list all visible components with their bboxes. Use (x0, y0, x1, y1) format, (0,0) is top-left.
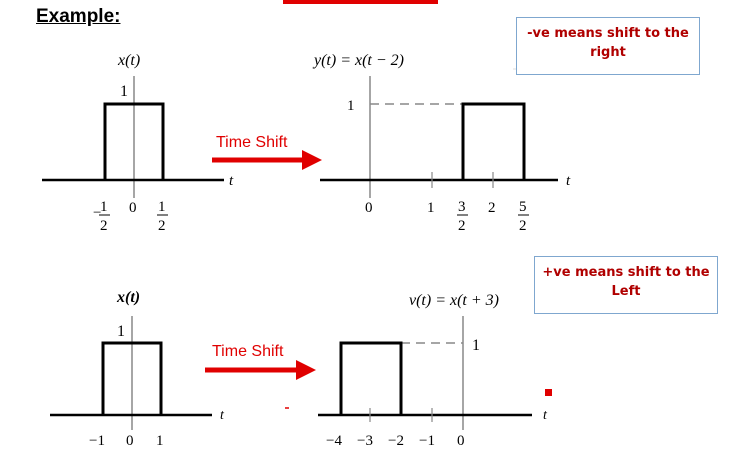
top-red-bar (283, 0, 438, 4)
plot3-axis-label: t (220, 408, 225, 423)
plot-v-bottom: v(t) = x(t + 3) 1 t −4 −3 −2 −1 0 (318, 292, 548, 449)
plot2-tick-two: 2 (488, 200, 496, 216)
right-shift-note: -ve means shift to the right (516, 17, 700, 75)
plot2-axis-label: t (566, 173, 571, 189)
plot1-tick-neg-half-num: 1 (100, 199, 108, 215)
plot1-axis-label: t (229, 173, 234, 189)
plot4-pulse (339, 341, 403, 415)
plot2-tick-five-halves-den: 2 (519, 218, 527, 234)
red-marker (545, 389, 552, 396)
plot3-tick-one: 1 (156, 433, 164, 449)
plot4-tick-neg-two: −2 (388, 433, 404, 449)
plot2-tick-five-halves-num: 5 (519, 199, 527, 215)
time-shift-label-top: Time Shift (216, 134, 288, 151)
plot-x-top: x(t) 1 t − 1 2 0 1 2 (42, 52, 234, 234)
time-shift-label-bottom: Time Shift (212, 343, 284, 360)
plot1-tick-half-den: 2 (158, 218, 166, 234)
plot1-amp-label: 1 (120, 83, 128, 100)
plot4-label: v(t) = x(t + 3) (409, 292, 499, 309)
plot2-tick-one: 1 (427, 200, 435, 216)
plot-x-bottom: x(t) 1 t −1 0 1 (50, 289, 225, 449)
plot3-amp-label: 1 (117, 323, 125, 340)
plot1-tick-half-num: 1 (158, 199, 166, 215)
plot4-tick-neg-four: −4 (326, 433, 342, 449)
plot-y-top: y(t) = x(t − 2) 1 t 0 1 3 2 2 5 2 (312, 52, 571, 234)
plot1-pulse (103, 102, 165, 180)
plot2-pulse (461, 102, 526, 180)
plot1-tick-neg-half-sign: − (93, 205, 101, 221)
plot1-tick-zero: 0 (129, 200, 137, 216)
plot2-amp-label: 1 (347, 98, 355, 114)
left-shift-note: +ve means shift to the Left (534, 256, 718, 314)
plot3-tick-neg-one: −1 (89, 433, 105, 449)
plot4-tick-zero: 0 (457, 433, 465, 449)
plot2-tick-three-halves-num: 3 (458, 199, 466, 215)
plot3-pulse (101, 341, 163, 415)
page-title: Example: (36, 6, 121, 27)
plot1-tick-neg-half-den: 2 (100, 218, 108, 234)
plot2-label: y(t) = x(t − 2) (312, 52, 404, 69)
plot2-tick-three-halves-den: 2 (458, 218, 466, 234)
plot1-label: x(t) (117, 52, 140, 69)
plot4-tick-neg-one: −1 (419, 433, 435, 449)
plot4-amp-label: 1 (472, 337, 480, 354)
plot2-tick-zero: 0 (365, 200, 373, 216)
plot3-label: x(t) (116, 289, 140, 306)
plot3-tick-zero: 0 (126, 433, 134, 449)
plot4-tick-neg-three: −3 (357, 433, 373, 449)
plot4-axis-label: t (543, 408, 548, 423)
